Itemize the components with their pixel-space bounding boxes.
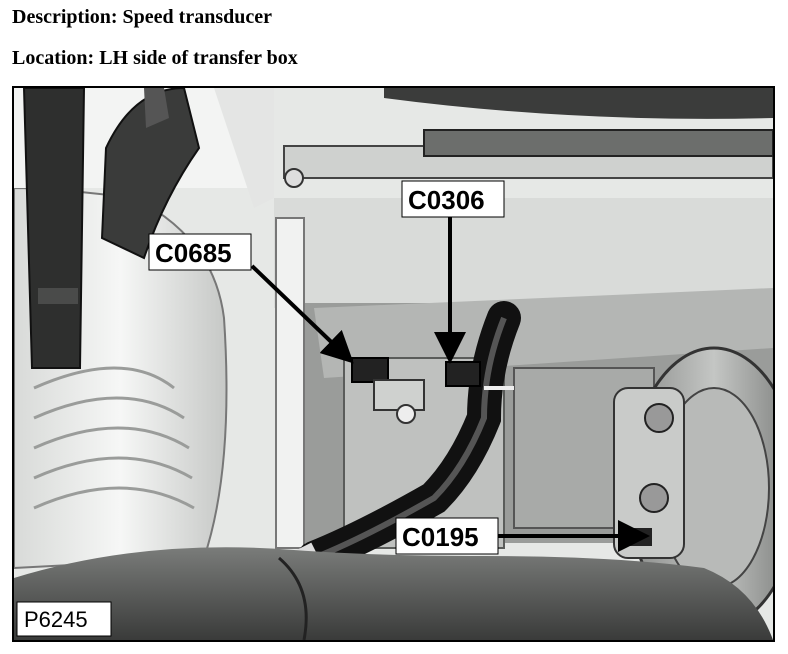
callout-c0685: C0685	[155, 238, 232, 268]
callout-c0685-leader	[250, 264, 354, 364]
figure-id: P6245	[24, 607, 88, 632]
component-illustration: C0306 C0685 C0195 P6245	[12, 86, 775, 642]
description-heading: Description: Speed transducer	[12, 6, 272, 28]
location-heading: Location: LH side of transfer box	[12, 47, 298, 69]
callout-c0306: C0306	[408, 185, 485, 215]
callout-c0195: C0195	[402, 522, 479, 552]
